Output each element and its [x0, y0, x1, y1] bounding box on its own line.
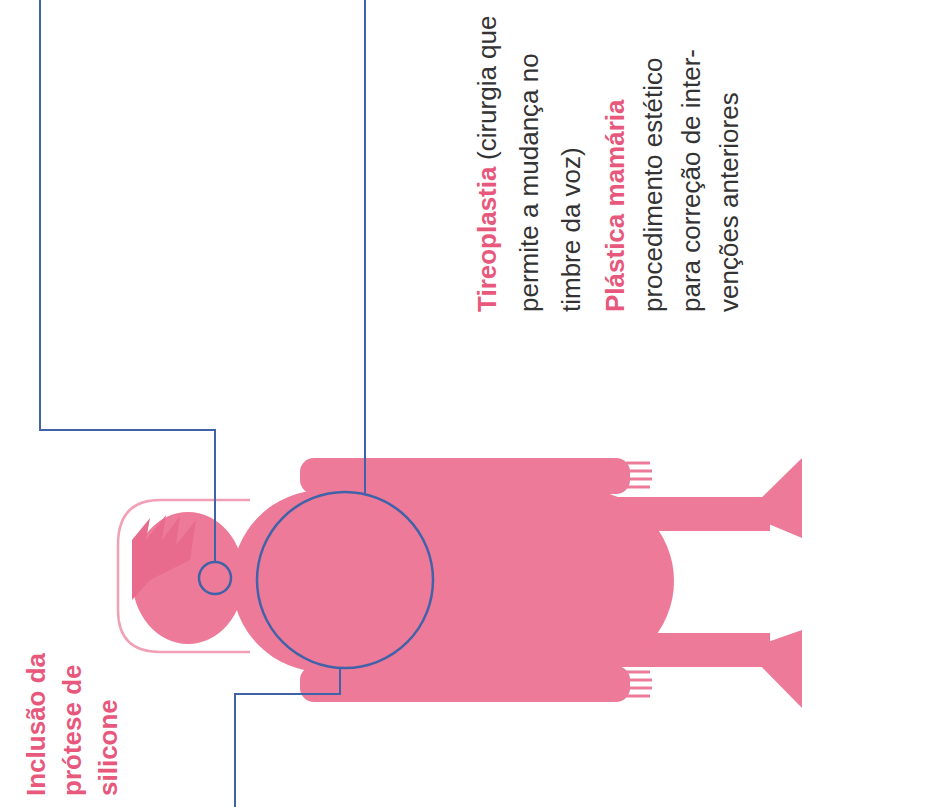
label-group: Plástica mamáriaprocedimento estético pa…	[596, 10, 748, 312]
label-group: Inclusão da prótese de silicone	[18, 611, 126, 796]
torso	[232, 490, 674, 672]
procedure-title: Plástica mamária	[596, 10, 634, 312]
foot	[745, 458, 802, 538]
leader-line	[364, 0, 366, 494]
arm	[300, 458, 630, 494]
procedure-title: Inclusão da prótese de silicone	[18, 611, 126, 796]
procedure-title: Tireoplastia	[472, 167, 502, 312]
arm	[300, 666, 630, 702]
leader-line	[235, 668, 340, 807]
chest-marker	[257, 492, 433, 668]
head	[132, 512, 244, 644]
head-outline	[118, 500, 250, 652]
fingers	[626, 463, 652, 696]
procedure-description: procedimento estético para correção de i…	[634, 10, 748, 312]
leader-line	[40, 0, 215, 562]
neck-marker	[199, 562, 231, 594]
hair	[132, 515, 196, 600]
foot	[745, 630, 802, 708]
label-group: Tireoplastia(cirurgia que permite a muda…	[466, 12, 592, 312]
